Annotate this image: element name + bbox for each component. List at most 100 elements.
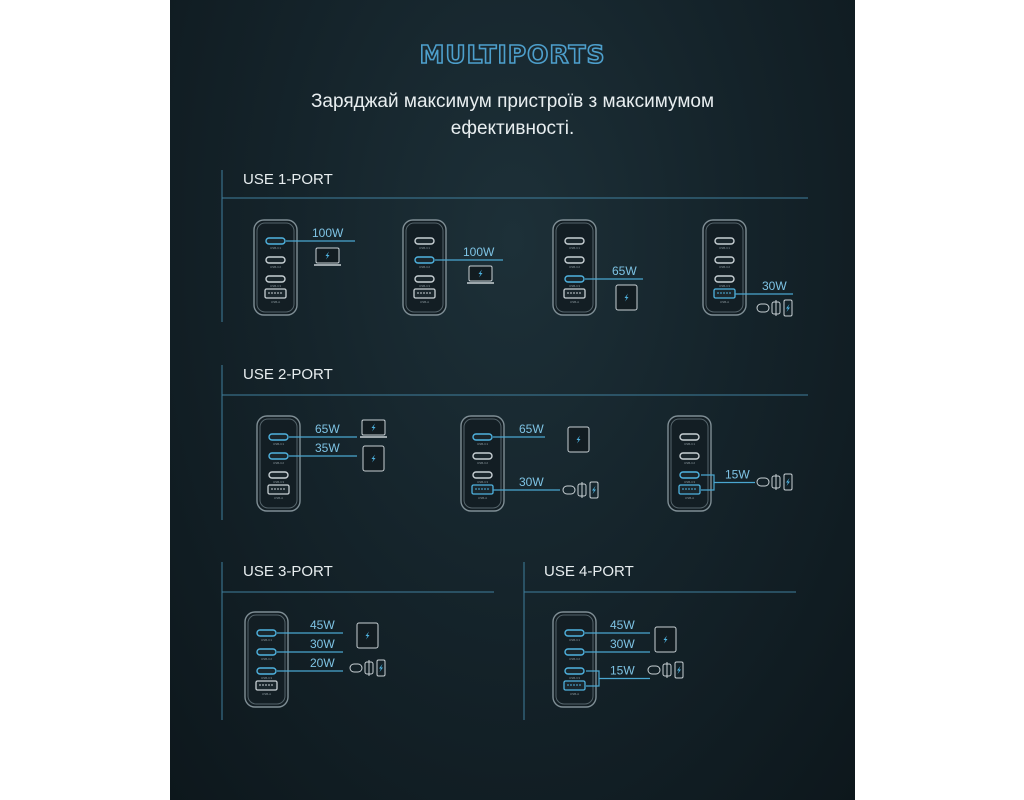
port-label: USB-C1: [419, 246, 430, 250]
port-label: USB-C1: [569, 246, 580, 250]
wattage-label: 65W: [612, 264, 637, 278]
earbuds-case-icon: [562, 485, 576, 495]
charger-inner-outline: [259, 418, 298, 509]
tablet-icon: [615, 284, 638, 311]
usb-c-port: [714, 237, 735, 245]
small-devices-icon: [756, 299, 793, 317]
port-label: USB-A: [271, 300, 280, 304]
charging-bolt-icon: [325, 251, 330, 260]
charger-inner-outline: [247, 614, 286, 705]
small-devices-icon: [647, 661, 684, 679]
port-label: USB-C3: [273, 480, 284, 484]
earbuds-case-icon: [647, 665, 661, 675]
wattage-label: 30W: [519, 475, 544, 489]
port-label: USB-C1: [273, 442, 284, 446]
wattage-label: 15W: [725, 468, 750, 482]
charging-bolt-icon: [478, 269, 483, 278]
laptop-icon: [467, 265, 494, 284]
usb-c-port: [472, 471, 493, 479]
charging-bolt-icon: [786, 478, 790, 486]
port-label: USB-C3: [684, 480, 695, 484]
port-label: USB-C2: [569, 657, 580, 661]
usb-c-port: [256, 667, 277, 675]
usb-c-port: [564, 667, 585, 675]
charging-bolt-icon: [624, 293, 629, 302]
wattage-label: 65W: [315, 422, 340, 436]
wattage-label: 20W: [310, 656, 335, 670]
port-label: USB-C2: [419, 265, 430, 269]
usb-c-port: [414, 237, 435, 245]
wattage-label: 45W: [310, 618, 335, 632]
usb-c-port: [265, 237, 286, 245]
charging-bolt-icon: [371, 454, 376, 463]
usb-c-port: [414, 275, 435, 283]
port-label: USB-C2: [719, 265, 730, 269]
wattage-label: 30W: [610, 637, 635, 651]
usb-c-port: [256, 648, 277, 656]
charger-inner-outline: [705, 222, 744, 313]
usb-c-port: [472, 452, 493, 460]
small-devices-icon: [349, 659, 386, 677]
wattage-label: 45W: [610, 618, 635, 632]
port-label: USB-A: [685, 496, 694, 500]
wattage-label: 65W: [519, 422, 544, 436]
tablet-icon: [362, 445, 385, 472]
port-label: USB-C2: [270, 265, 281, 269]
section-2: USE 2-PORT: [221, 365, 808, 520]
phone-icon: [589, 481, 599, 499]
phone-icon: [376, 659, 386, 677]
laptop-icon: [314, 247, 341, 266]
port-label: USB-C3: [719, 284, 730, 288]
usb-c-port: [414, 256, 435, 264]
usb-c-port: [679, 433, 700, 441]
usb-c-port: [679, 471, 700, 479]
section-1: USE 1-PORT: [221, 170, 808, 322]
port-label: USB-C1: [477, 442, 488, 446]
usb-c-port: [268, 433, 289, 441]
wattage-label: 35W: [315, 441, 340, 455]
port-label: USB-C1: [684, 442, 695, 446]
port-label: USB-C1: [261, 638, 272, 642]
charger-inner-outline: [555, 222, 594, 313]
port-label: USB-A: [570, 692, 579, 696]
port-label: USB-C3: [261, 676, 272, 680]
charging-bolt-icon: [677, 666, 681, 674]
usb-c-port: [564, 237, 585, 245]
port-label: USB-C1: [719, 246, 730, 250]
wattage-label: 100W: [463, 245, 495, 259]
phone-icon: [783, 299, 793, 317]
port-label: USB-C3: [419, 284, 430, 288]
usb-c-port: [564, 648, 585, 656]
port-label: USB-C2: [273, 461, 284, 465]
charger-inner-outline: [555, 614, 594, 705]
charging-bolt-icon: [365, 631, 370, 640]
port-label: USB-A: [262, 692, 271, 696]
port-label: USB-C2: [261, 657, 272, 661]
charging-bolt-icon: [379, 664, 383, 672]
section-label: USE 2-PORT: [243, 366, 333, 383]
subtitle-line-1: Заряджай максимум пристроїв з максимумом: [310, 91, 715, 112]
usb-c-port: [268, 452, 289, 460]
section-label: USE 3-PORT: [243, 563, 333, 580]
charger-inner-outline: [670, 418, 709, 509]
usb-c-port: [256, 629, 277, 637]
port-label: USB-A: [720, 300, 729, 304]
section-3: USE 3-PORT: [221, 562, 494, 720]
usb-c-port: [472, 433, 493, 441]
tablet-icon: [356, 622, 379, 649]
page-title: MULTIPORTS: [419, 39, 606, 70]
small-devices-icon: [756, 473, 793, 491]
